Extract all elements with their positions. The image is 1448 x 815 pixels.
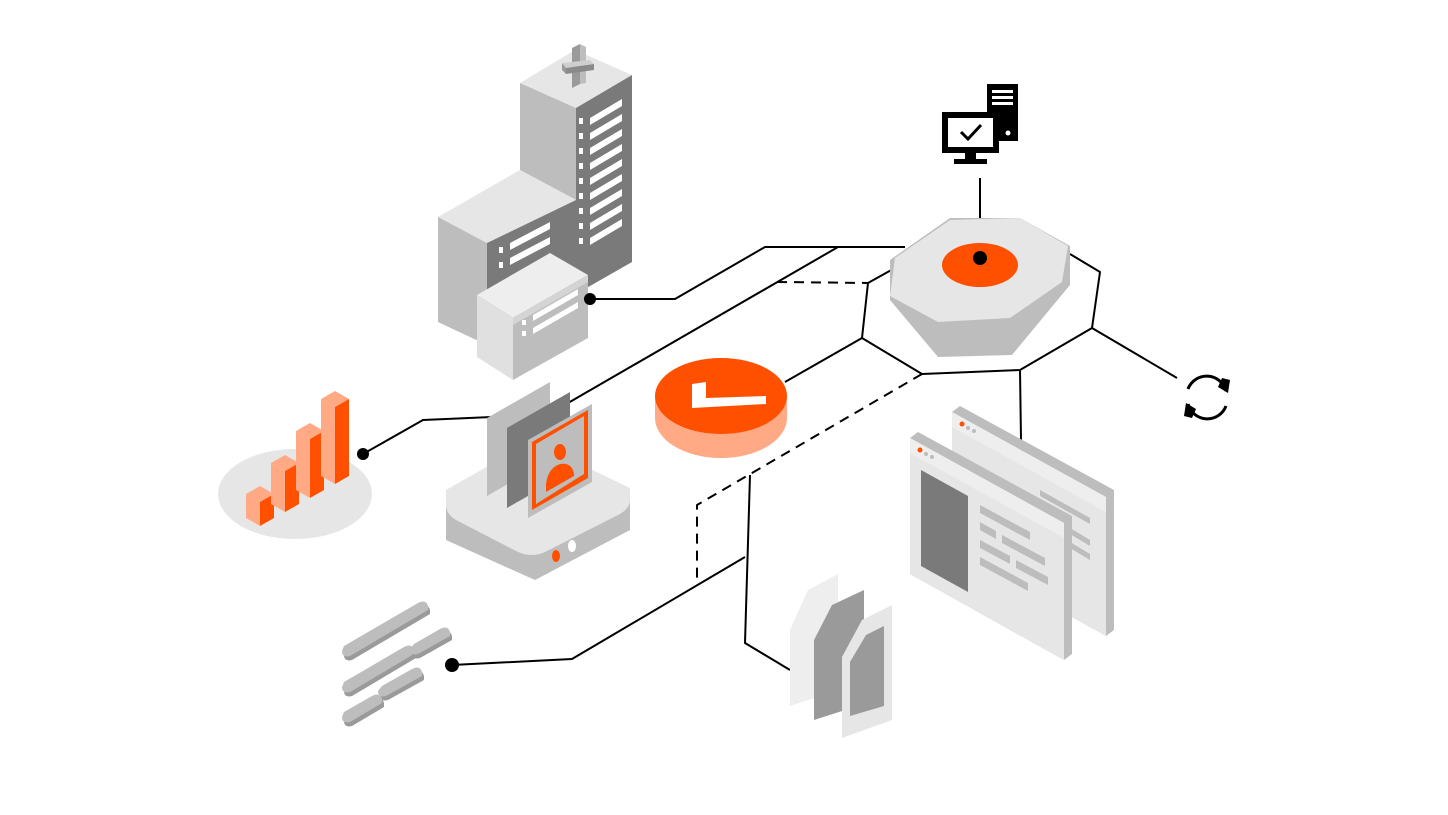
line-hub-pills-dashed (696, 373, 923, 585)
line-hub-browsers (1019, 369, 1022, 441)
data-blocks-icon (342, 601, 459, 727)
browser-windows-icon (910, 406, 1114, 660)
octagon-hub-icon (890, 218, 1070, 357)
bar-chart-icon (218, 391, 372, 539)
orange-token-icon (655, 358, 787, 458)
line-hub-sync (1091, 327, 1178, 379)
line-token-hub (784, 337, 863, 383)
line-hub-documents (744, 474, 791, 671)
line-hub-id-dashed (776, 281, 869, 284)
medical-cross-icon (562, 44, 594, 88)
document-panels-icon (790, 574, 892, 738)
connection-lines (362, 178, 1178, 671)
checkmark-icon (959, 123, 983, 142)
line-chart-id-device (362, 416, 493, 455)
sync-icon (1184, 374, 1230, 421)
line-hospital-hub (590, 246, 905, 300)
id-card-device-icon (446, 382, 630, 580)
desktop-server-icon (942, 84, 1018, 164)
line-pills-documents (451, 556, 746, 666)
hospital-building-icon (438, 44, 632, 380)
person-avatar-icon (546, 444, 574, 492)
line-id-device-hub (567, 246, 839, 404)
